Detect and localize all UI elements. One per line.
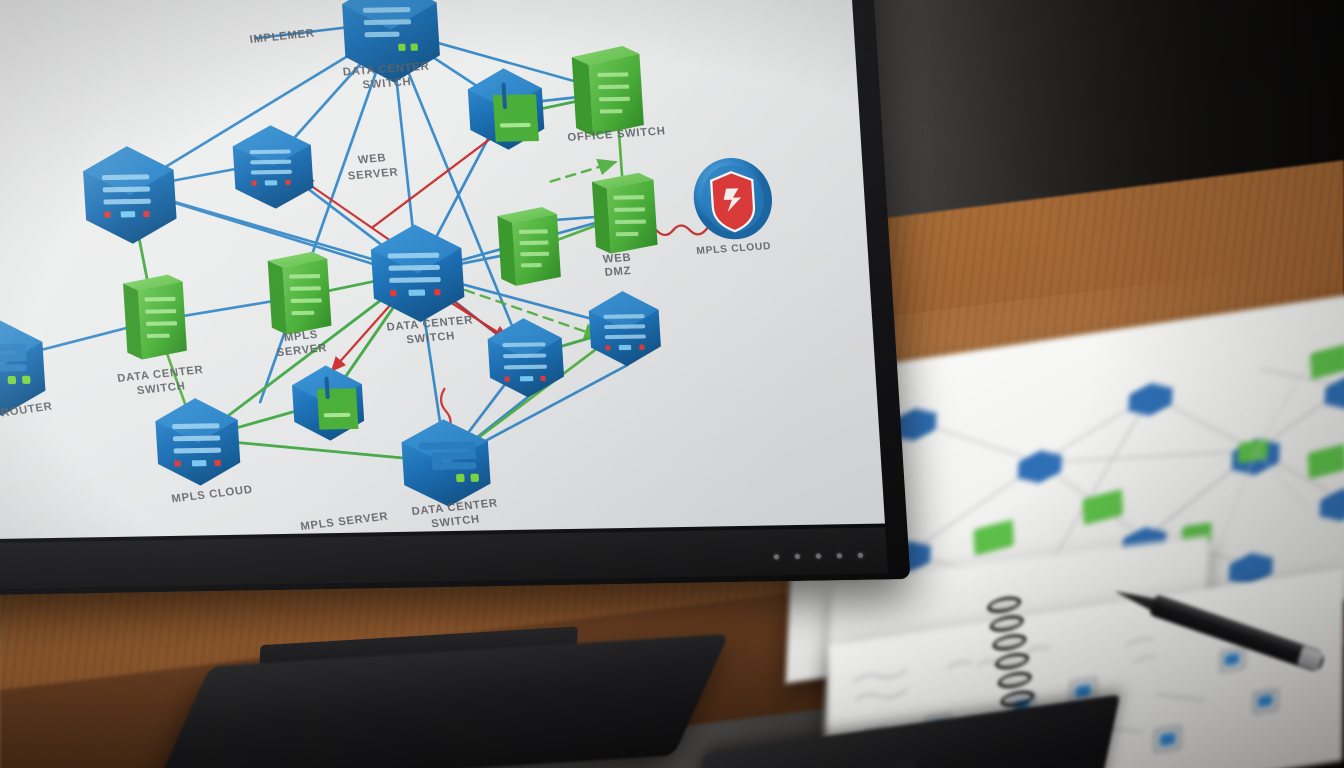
node-switch-far-right <box>588 291 661 367</box>
topology-svg: CORE ROUND IMPLEMER DATA CENTER SWITCH W… <box>0 0 773 534</box>
label-dc-switch-bottom-b: SWITCH <box>431 513 481 530</box>
label-dc-switch-top-b: SWITCH <box>362 76 412 91</box>
label-mpls-server-b: SERVER <box>276 342 328 359</box>
label-mpls-cloud-left: MPLS CLOUD <box>171 484 254 506</box>
node-data-center-switch-center <box>370 224 465 323</box>
node-server-office-switch <box>571 46 644 137</box>
node-core-router-left <box>0 318 46 416</box>
node-server-dc-switch-left <box>123 274 187 360</box>
label-web-dmz-b: DMZ <box>604 265 632 279</box>
label-mpls-cloud-right: MPLS CLOUD <box>696 241 772 257</box>
label-dc-switch-center-b: SWITCH <box>406 330 456 346</box>
node-server-web-dmz <box>591 172 658 254</box>
node-router-green-mid-left <box>291 365 365 441</box>
node-data-center-switch-bottom <box>401 419 491 507</box>
node-server-mpls <box>267 251 332 335</box>
monitor-screen[interactable]: CORE ROUND IMPLEMER DATA CENTER SWITCH W… <box>0 0 885 540</box>
indicator-dot <box>773 554 780 560</box>
label-web-server-b: SERVER <box>347 166 399 182</box>
indicator-dot <box>857 552 864 558</box>
label-dc-switch-left-b: SWITCH <box>136 380 186 397</box>
node-switch-upper-mid <box>232 125 314 209</box>
label-web-server-a: WEB <box>357 152 387 166</box>
node-switch-left-upper <box>83 146 177 244</box>
label-web-dmz-a: WEB <box>602 252 632 266</box>
node-firewall-mpls-cloud <box>693 158 773 240</box>
indicator-dot <box>836 553 843 559</box>
label-mpls-server-a: MPLS <box>283 329 319 344</box>
indicator-dot <box>815 553 822 559</box>
label-implemer: IMPLEMER <box>249 27 316 46</box>
desktop-monitor[interactable]: CORE ROUND IMPLEMER DATA CENTER SWITCH W… <box>0 0 911 596</box>
indicator-dot <box>794 553 801 560</box>
node-switch-right-lower <box>487 318 565 398</box>
node-mpls-cloud-switch <box>155 398 241 486</box>
network-topology-diagram[interactable]: CORE ROUND IMPLEMER DATA CENTER SWITCH W… <box>0 0 885 540</box>
node-router-top-mid-green <box>467 68 545 150</box>
label-dc-switch-center-a: DATA CENTER <box>386 314 474 333</box>
node-server-web <box>497 207 561 286</box>
label-mpls-server-bottom: MPLS SERVER <box>300 511 390 534</box>
node-core-router-top <box>342 0 440 83</box>
